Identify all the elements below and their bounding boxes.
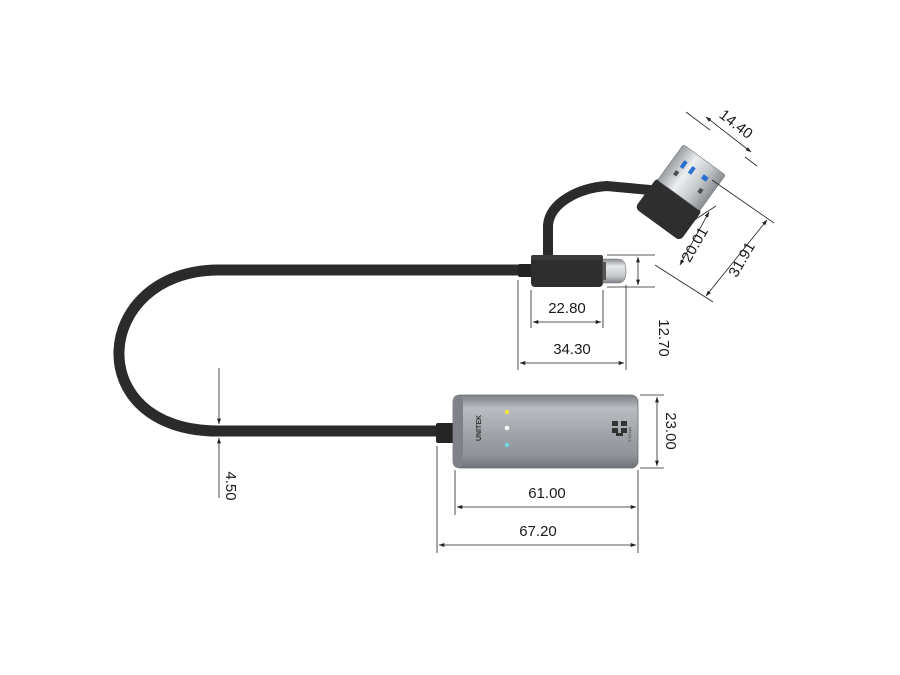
- dim-label-cable-diameter: 4.50: [222, 471, 239, 500]
- speed-label: 2.5Gbps: [627, 427, 632, 442]
- dim-label-usb-c-height: 12.70: [655, 319, 672, 357]
- main-cable: [113, 264, 521, 437]
- dim-usb-c-plug: 22.80: [530, 290, 604, 328]
- dim-body-height: 23.00: [640, 394, 679, 469]
- dim-cable-diameter: 4.50: [217, 368, 239, 501]
- led-yellow: [504, 409, 510, 415]
- dim-usb-c-height: 12.70: [607, 254, 672, 357]
- dim-label-body-height: 23.00: [662, 412, 679, 450]
- dim-label-usb-a-width: 14.40: [716, 106, 756, 143]
- brand-logo-text: UNITEK: [476, 415, 483, 441]
- dim-usb-c-total: 34.30: [517, 280, 627, 370]
- dim-body-total: 67.20: [436, 446, 637, 553]
- dim-label-usb-c-plug: 22.80: [548, 300, 586, 317]
- dim-label-body-length: 61.00: [528, 485, 566, 502]
- led-cyan: [504, 442, 510, 448]
- dim-label-usb-a-length: 31.91: [725, 239, 758, 280]
- usb-a-connector: [636, 145, 725, 240]
- dim-label-usb-c-total: 34.30: [553, 341, 591, 358]
- adapter-body: UNITEK 2.5Gbps: [436, 394, 639, 469]
- branch-cable: [543, 180, 655, 267]
- led-white: [504, 425, 510, 431]
- usb-c-connector: [518, 255, 627, 287]
- ethernet-port-icon: [612, 421, 627, 436]
- dim-body-length: 61.00: [454, 470, 639, 553]
- dim-label-body-total: 67.20: [519, 523, 557, 540]
